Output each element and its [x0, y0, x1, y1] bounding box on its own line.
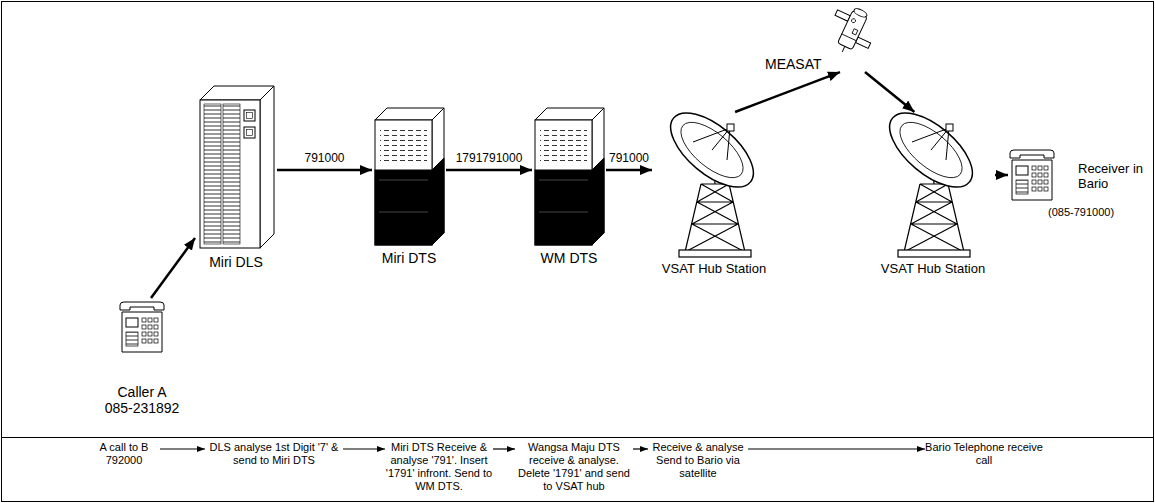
node-label: DLS analyse 1st Digit '7' & send to Miri…: [205, 441, 343, 467]
node-label: VSAT Hub Station: [871, 262, 995, 277]
satellite-icon: [822, 1, 881, 61]
flow-arrow: [995, 174, 1008, 177]
process-step: Miri DTS Receive & analyse '791'. Insert…: [385, 441, 493, 493]
local-switch: Miri DLS: [195, 82, 277, 270]
local-switch-icon: [247, 113, 253, 119]
flow-arrow: [343, 448, 385, 449]
flow-arrow: [633, 448, 648, 449]
node-label: Receive & analyse Send to Bario via sate…: [648, 441, 748, 480]
node-label: MEASAT: [765, 56, 890, 72]
local-switch-icon: [260, 86, 274, 248]
process-step: Receive & analyse Send to Bario via sate…: [648, 441, 748, 480]
flow-arrow: [277, 169, 372, 172]
local-switch-icon: [244, 110, 255, 121]
satellite-dish-icon: [877, 99, 984, 257]
caller-telephone: Caller A085-231892: [97, 298, 187, 416]
satellite-dish-icon: [658, 99, 765, 257]
satellite-icon: [822, 1, 881, 61]
node-label: VSAT Hub Station: [652, 262, 776, 277]
flow-arrow: [493, 448, 515, 449]
node-label: 085-231892: [97, 400, 187, 416]
vsat-hub-station: VSAT Hub Station: [871, 112, 995, 277]
node-label: (085-791000): [1048, 206, 1150, 219]
node-label: WM DTS: [532, 250, 606, 266]
satellite-icon: [842, 46, 845, 51]
process-step: DLS analyse 1st Digit '7' & send to Miri…: [205, 441, 343, 467]
node-label: Caller A: [97, 384, 187, 400]
transit-switch-icon: [375, 108, 444, 245]
telephone-icon: [120, 302, 164, 352]
divider-line: [2, 437, 1153, 438]
flow-arrow: [748, 448, 925, 449]
process-step: Bario Telephone receive call: [925, 441, 1043, 467]
local-switch-icon: [200, 100, 260, 248]
flow-arrow: [735, 72, 840, 112]
transit-switch: WM DTS: [532, 108, 606, 266]
node-label: A call to B 792000: [88, 441, 160, 467]
receiver-telephone: Receiver in Bario (085-791000): [1008, 148, 1150, 219]
transit-switch: Miri DTS: [372, 108, 446, 266]
flow-arrow: [151, 238, 195, 298]
local-switch-icon: [204, 104, 221, 244]
signal-number: 791000: [302, 151, 346, 165]
local-switch-icon: [200, 86, 274, 248]
flow-arrow: [446, 169, 532, 172]
local-switch-icon: [247, 130, 253, 136]
process-step: A call to B 792000: [88, 441, 160, 467]
flow-arrow: [160, 448, 205, 449]
node-label: Bario Telephone receive call: [925, 441, 1043, 467]
satellite-icon: [853, 7, 868, 18]
node-label: Wangsa Maju DTS receive & analyse. Delet…: [515, 441, 633, 493]
signal-number: 791000: [607, 151, 651, 165]
satellite-icon: [851, 18, 856, 23]
signal-number: 1791791000: [454, 151, 525, 165]
node-label: Miri DTS Receive & analyse '791'. Insert…: [385, 441, 493, 493]
transit-switch-icon: [535, 108, 604, 245]
vsat-hub-station: VSAT Hub Station: [652, 112, 776, 277]
flow-arrow: [865, 72, 914, 112]
satellite: MEASAT: [765, 4, 890, 72]
node-label: Receiver in Bario: [1078, 162, 1150, 192]
local-switch-icon: [244, 127, 255, 138]
telephone-icon: [1010, 150, 1054, 200]
flow-arrow: [606, 169, 652, 172]
node-label: Miri DTS: [372, 250, 446, 266]
satellite-icon: [852, 29, 858, 35]
local-switch-icon: [223, 104, 240, 244]
node-label: Miri DLS: [195, 254, 277, 270]
process-step: Wangsa Maju DTS receive & analyse. Delet…: [515, 441, 633, 493]
satellite-icon: [842, 34, 857, 41]
